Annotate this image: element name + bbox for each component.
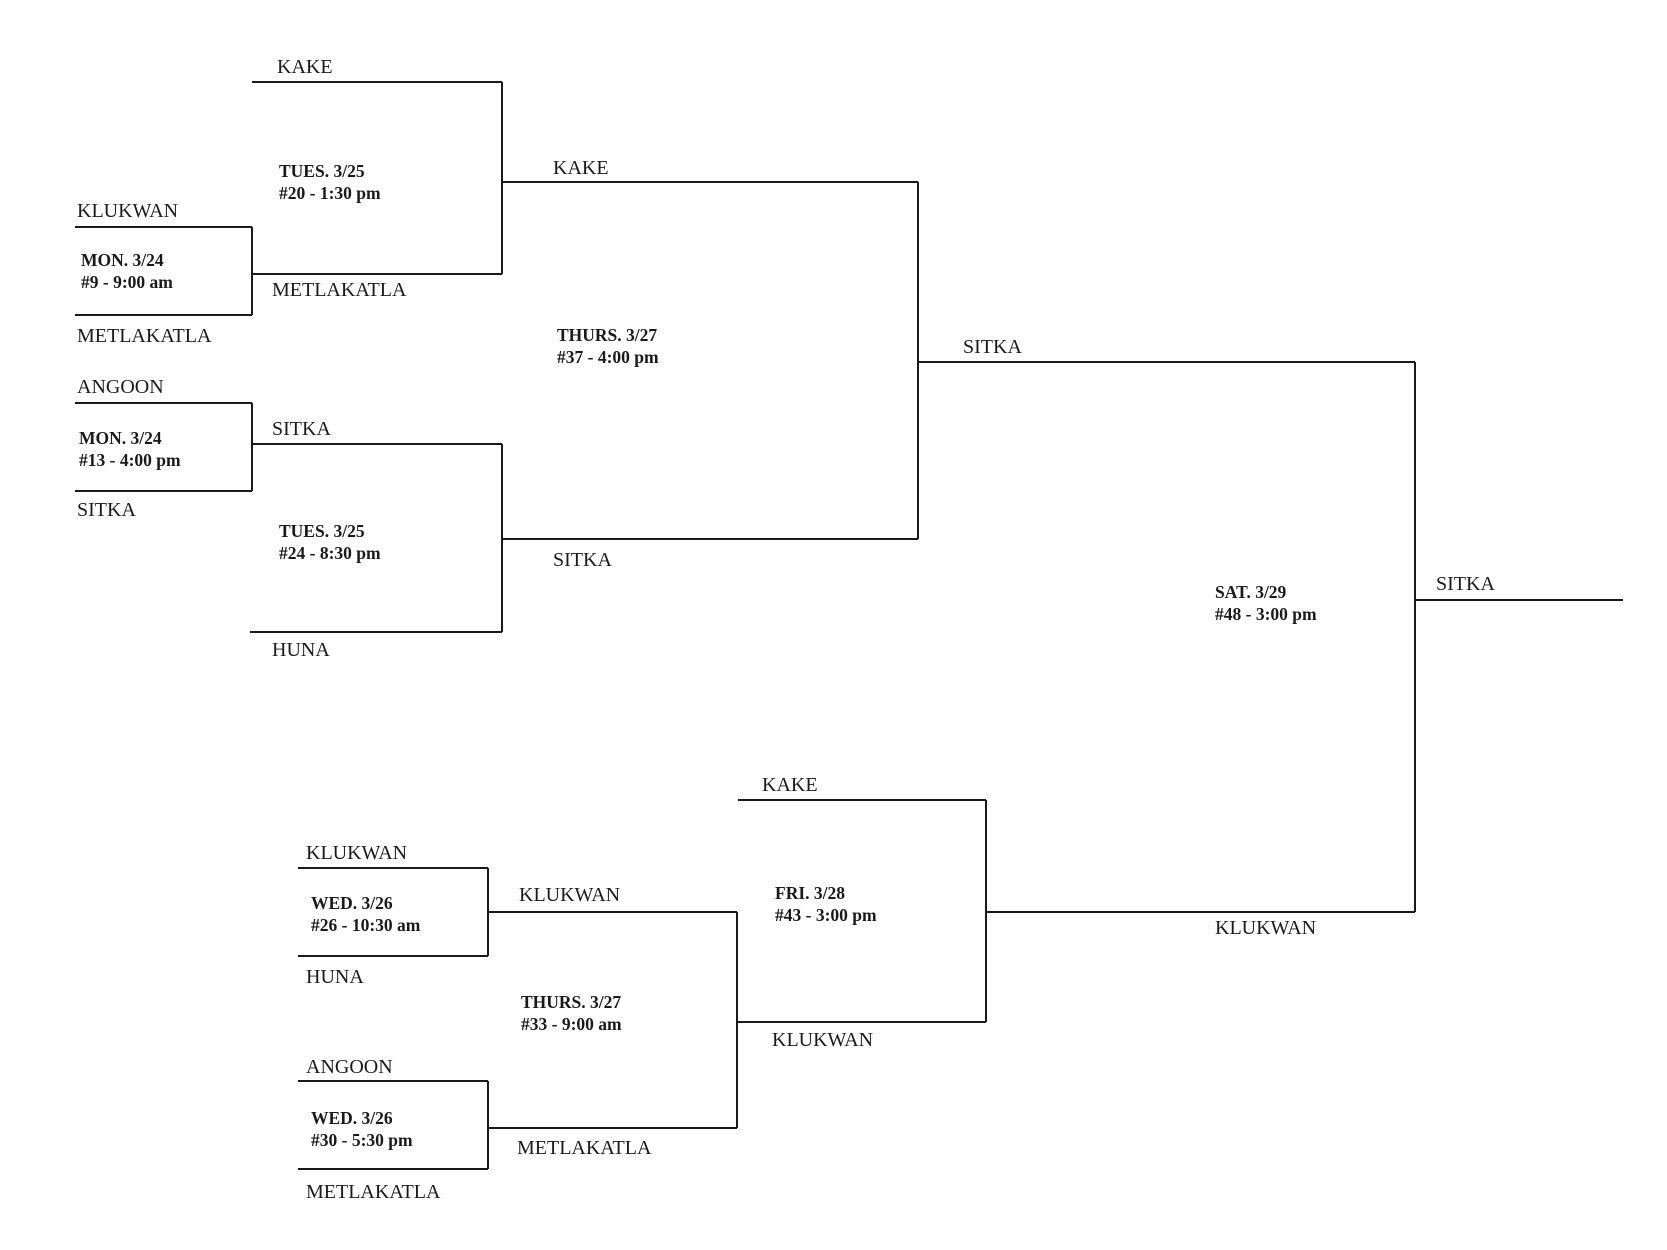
- team-label: KLUKWAN: [77, 200, 178, 222]
- team-label: ANGOON: [77, 376, 164, 398]
- team-label: SITKA: [553, 549, 612, 571]
- game-9-day: MON. 3/24: [81, 250, 164, 270]
- team-label: METLAKATLA: [517, 1137, 652, 1159]
- game-13-info: #13 - 4:00 pm: [79, 450, 181, 470]
- game-48-info: #48 - 3:00 pm: [1215, 604, 1317, 624]
- team-label: HUNA: [272, 639, 330, 661]
- team-label: METLAKATLA: [272, 279, 407, 301]
- game-33-info: #33 - 9:00 am: [521, 1014, 622, 1034]
- game-37-info: #37 - 4:00 pm: [557, 347, 659, 367]
- game-24-info: #24 - 8:30 pm: [279, 543, 381, 563]
- team-label: KAKE: [762, 774, 818, 796]
- team-label: SITKA: [272, 418, 331, 440]
- game-13-bracket: [75, 402, 253, 492]
- game-37-day: THURS. 3/27: [557, 325, 657, 345]
- team-label: METLAKATLA: [306, 1181, 441, 1203]
- team-label: KLUKWAN: [772, 1029, 873, 1051]
- game-48-bracket: [918, 361, 1623, 913]
- game-30-info: #30 - 5:30 pm: [311, 1130, 413, 1150]
- game-26-day: WED. 3/26: [311, 893, 393, 913]
- game-30-bracket: [298, 1080, 489, 1170]
- team-label: KLUKWAN: [519, 884, 620, 906]
- game-30-day: WED. 3/26: [311, 1108, 393, 1128]
- game-24-day: TUES. 3/25: [279, 521, 365, 541]
- game-43-bracket: [737, 799, 987, 1023]
- champion-label: SITKA: [1436, 573, 1495, 595]
- game-33-bracket: [488, 911, 738, 1129]
- game-48-day: SAT. 3/29: [1215, 582, 1287, 602]
- game-37-bracket: [502, 181, 919, 540]
- game-20-info: #20 - 1:30 pm: [279, 183, 381, 203]
- team-label: SITKA: [963, 336, 1022, 358]
- team-label: HUNA: [306, 966, 364, 988]
- team-label: ANGOON: [306, 1056, 393, 1078]
- game-33-day: THURS. 3/27: [521, 992, 621, 1012]
- game-20-day: TUES. 3/25: [279, 161, 365, 181]
- game-13-day: MON. 3/24: [79, 428, 162, 448]
- team-label: METLAKATLA: [77, 325, 212, 347]
- team-label: KAKE: [553, 157, 609, 179]
- game-26-info: #26 - 10:30 am: [311, 915, 421, 935]
- game-43-info: #43 - 3:00 pm: [775, 905, 877, 925]
- team-label: SITKA: [77, 499, 136, 521]
- game-9-bracket: [75, 226, 253, 316]
- team-label: KLUKWAN: [306, 842, 407, 864]
- game-9-info: #9 - 9:00 am: [81, 272, 173, 292]
- game-43-day: FRI. 3/28: [775, 883, 845, 903]
- team-label: KAKE: [277, 56, 333, 78]
- game-20-bracket: [252, 81, 503, 275]
- team-label: KLUKWAN: [1215, 917, 1316, 939]
